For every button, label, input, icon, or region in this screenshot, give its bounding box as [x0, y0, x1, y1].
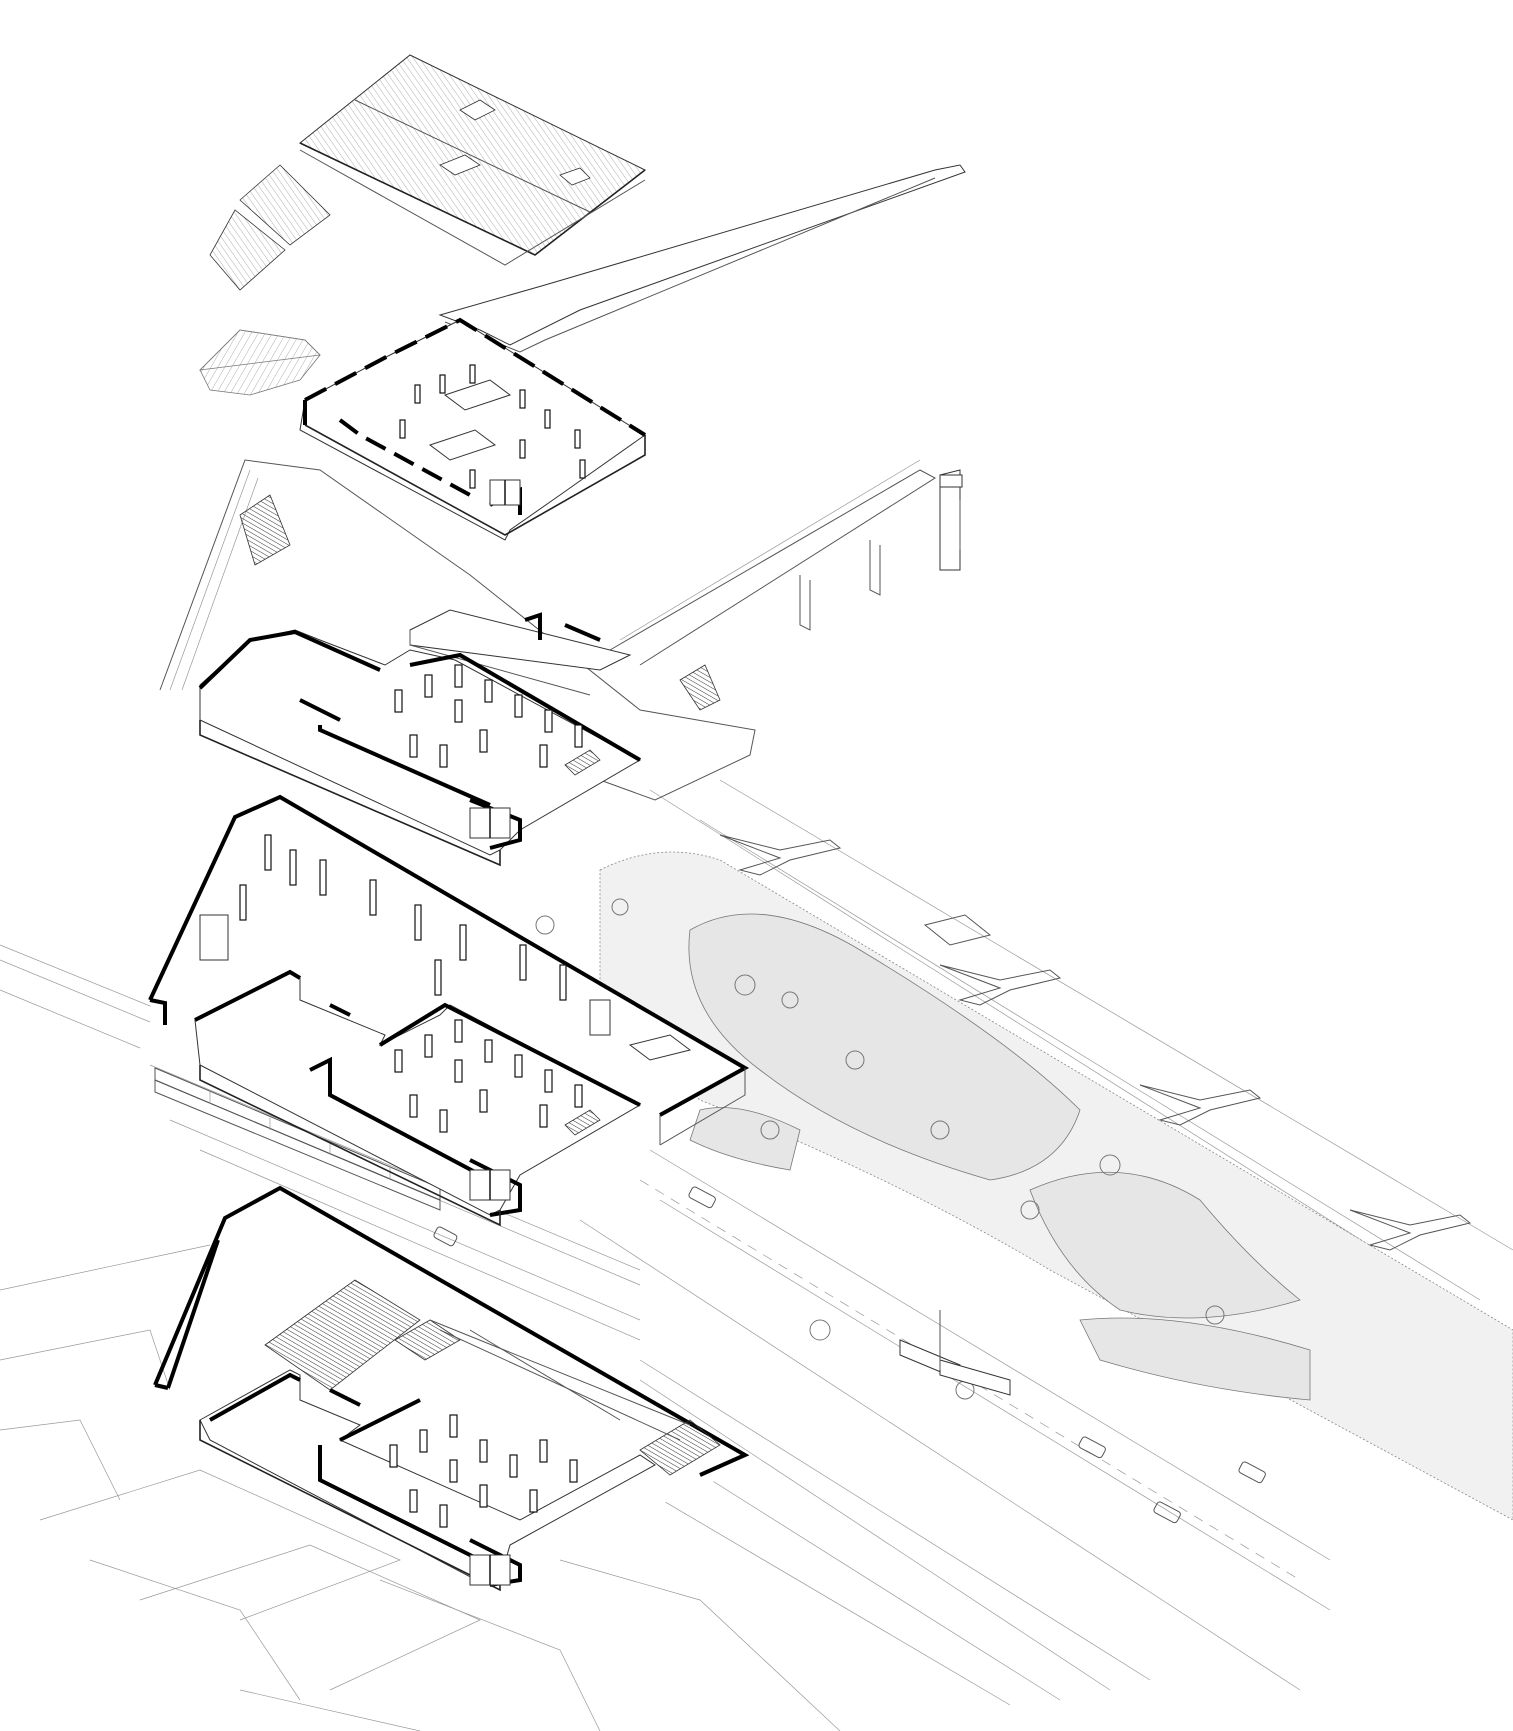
ground-floor-layer: [153, 1185, 750, 1592]
second-floor-layer: [159, 459, 963, 867]
upper-columns: [399, 364, 586, 489]
train: [154, 1067, 441, 1211]
first-floor-layer: [148, 794, 750, 1227]
roof-layer: [198, 54, 646, 371]
piers: [719, 834, 1472, 1251]
ground-columns: [389, 1414, 578, 1528]
first-columns: [394, 1019, 583, 1133]
cars: [433, 1186, 1266, 1524]
site-landscape-layer: [0, 779, 1513, 1731]
upper-floor-layer: [199, 164, 966, 541]
stippled-promenade: [599, 851, 1513, 1521]
second-columns: [394, 664, 583, 768]
pavilion: [899, 1310, 1011, 1396]
first-columns-open: [239, 834, 567, 1001]
